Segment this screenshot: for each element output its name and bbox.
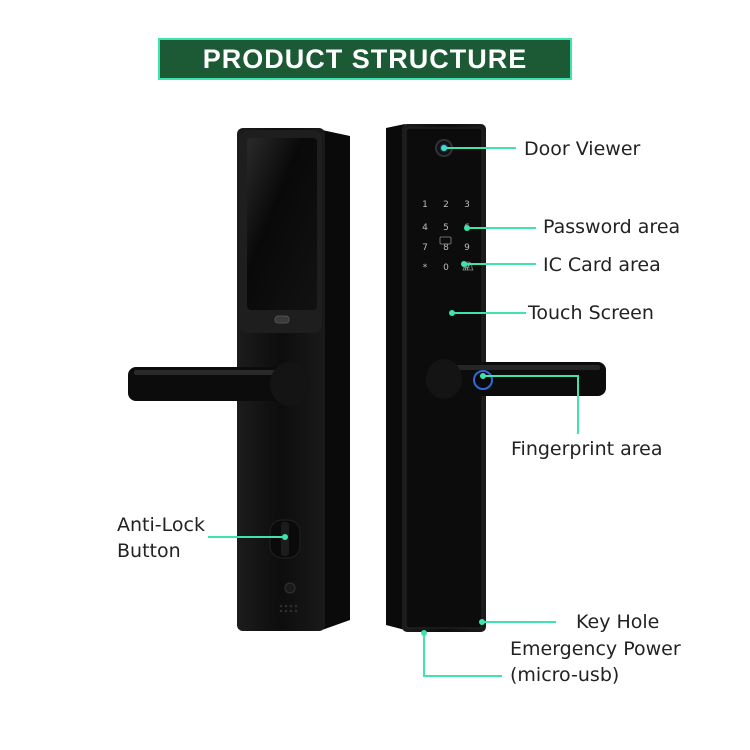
- inner-display: [247, 138, 317, 310]
- label-key-hole: Key Hole: [576, 611, 660, 633]
- leader-emergency-power: [423, 633, 502, 677]
- callout-password-area: Password area: [543, 214, 680, 240]
- outer-handle-rose: [426, 359, 462, 399]
- ic-card-icon: [439, 236, 452, 245]
- page-title: PRODUCT STRUCTURE: [202, 43, 528, 74]
- label-touch-screen: Touch Screen: [528, 302, 654, 324]
- title-banner: PRODUCT STRUCTURE: [158, 38, 572, 80]
- outer-lock: 123456789*0#: [386, 124, 606, 632]
- inner-lock: [128, 128, 350, 631]
- inner-screw-icon: [284, 582, 296, 594]
- keypad-key: *: [423, 263, 428, 273]
- callout-ic-card-area: IC Card area: [543, 252, 661, 278]
- keypad-key: 1: [422, 200, 428, 210]
- callout-emergency-power: Emergency Power (micro-usb): [510, 636, 681, 688]
- home-button-icon: [274, 315, 290, 324]
- label-emergency-line1: Emergency Power: [510, 638, 681, 660]
- leader-fingerprint: [483, 375, 579, 434]
- inner-handle: [128, 367, 305, 401]
- keypad-key: #: [463, 263, 471, 273]
- callout-touch-screen: Touch Screen: [528, 300, 654, 326]
- keypad-key: 4: [422, 223, 428, 233]
- label-fingerprint-area: Fingerprint area: [511, 438, 663, 460]
- keypad-key: 7: [422, 243, 428, 253]
- speaker-grille-icon: [279, 604, 298, 613]
- label-ic-card-area: IC Card area: [543, 254, 661, 276]
- keypad-key: 9: [464, 243, 470, 253]
- callout-fingerprint-area: Fingerprint area: [511, 436, 662, 462]
- label-anti-lock-line2: Button: [117, 540, 181, 562]
- label-anti-lock-line1: Anti-Lock: [117, 514, 205, 536]
- leader-lines: [208, 147, 579, 677]
- callout-anti-lock-button: Anti-Lock Button: [117, 512, 205, 564]
- keypad-key: 2: [443, 200, 449, 210]
- inner-handle-rose: [270, 362, 310, 406]
- keypad-key: 8: [443, 243, 449, 253]
- keypad-key: 3: [464, 200, 470, 210]
- callout-door-viewer: Door Viewer: [524, 136, 640, 162]
- callout-key-hole: Key Hole: [576, 609, 659, 635]
- keypad-key: 0: [443, 263, 449, 273]
- leader-dots: [282, 145, 486, 636]
- keypad: 123456789*0#: [422, 200, 471, 273]
- label-emergency-line2: (micro-usb): [510, 664, 620, 686]
- keypad-key: 5: [443, 223, 449, 233]
- label-password-area: Password area: [543, 216, 681, 238]
- label-door-viewer: Door Viewer: [524, 138, 641, 160]
